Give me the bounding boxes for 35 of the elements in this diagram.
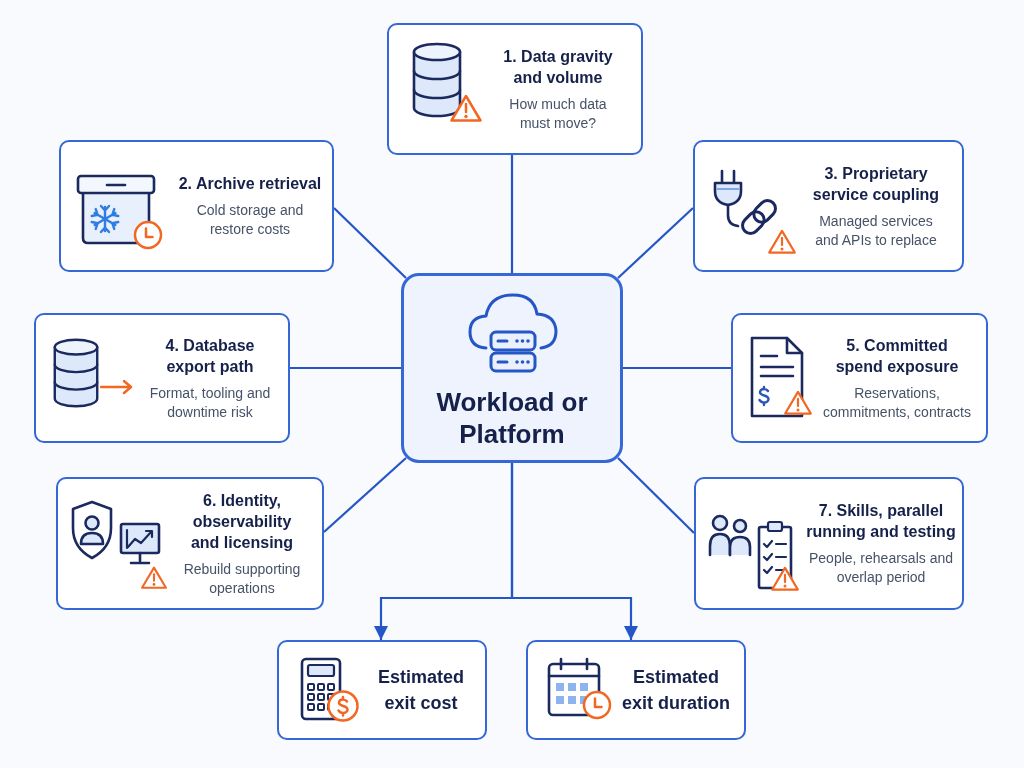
connector-line <box>510 155 514 273</box>
connector-line <box>290 366 401 370</box>
connector-line <box>623 366 731 370</box>
card-heading: 5. Committed spend exposure <box>835 335 959 377</box>
card-heading: Estimated exit duration <box>621 666 731 715</box>
connector-line <box>333 207 407 279</box>
card-heading: 6. Identity, observability and licensing <box>190 490 294 553</box>
outcome-card <box>526 640 746 740</box>
factor-card <box>34 313 290 443</box>
factor-card <box>694 477 964 610</box>
card-heading: Estimated exit cost <box>377 666 465 715</box>
card-description: Rebuild supporting operations <box>183 559 301 598</box>
card-description: Format, tooling and downtime risk <box>149 383 271 422</box>
card-description: Managed services and APIs to replace <box>814 211 938 250</box>
card-heading: 4. Database export path <box>165 335 255 377</box>
factor-card <box>731 313 988 443</box>
hub-title: Workload or Platform <box>435 386 589 450</box>
connector-line <box>617 207 694 279</box>
outcome-card <box>277 640 487 740</box>
factor-card <box>59 140 334 272</box>
factor-card <box>56 477 324 610</box>
card-heading: 7. Skills, parallel running and testing <box>805 501 957 542</box>
connector-line <box>323 457 407 533</box>
card-description: How much data must move? <box>508 94 608 133</box>
card-heading: 3. Proprietary service coupling <box>812 163 940 205</box>
card-description: Cold storage and restore costs <box>196 201 304 239</box>
arrow <box>510 463 638 640</box>
factor-card <box>693 140 964 272</box>
card-description: Reservations, commitments, contracts <box>822 383 972 422</box>
connector-line <box>617 457 695 534</box>
hub-box <box>401 273 623 463</box>
card-description: People, rehearsals and overlap period <box>808 549 954 587</box>
card-heading: 2. Archive retrieval <box>178 174 322 194</box>
factor-card <box>387 23 643 155</box>
card-heading: 1. Data gravity and volume <box>502 46 614 88</box>
